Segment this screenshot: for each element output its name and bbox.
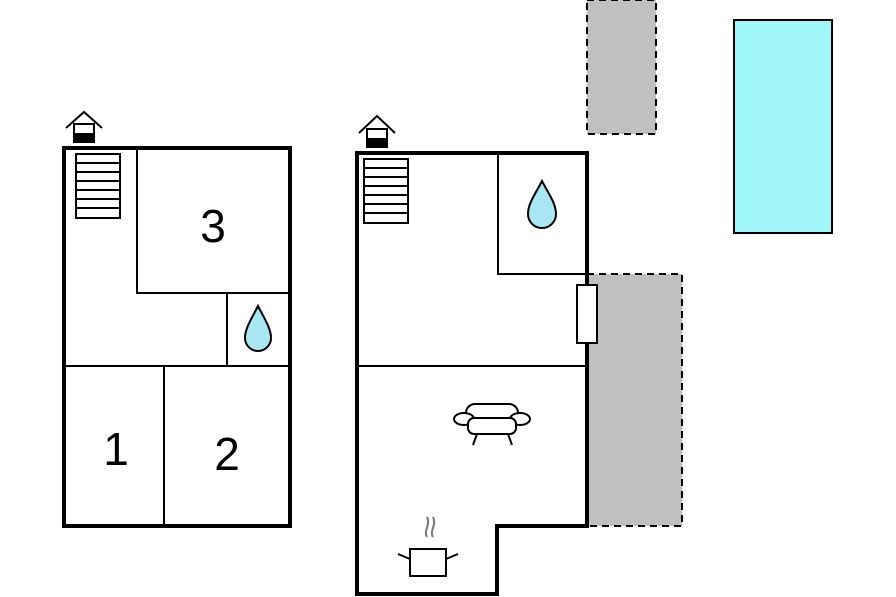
stairs-icon: [363, 158, 409, 224]
ground-floor: [355, 114, 598, 596]
sofa-icon: [453, 403, 531, 446]
swimming-pool: [733, 19, 833, 234]
bedroom-2-label: 2: [214, 428, 240, 480]
window-icon: [576, 284, 598, 344]
stairs-icon: [75, 153, 121, 219]
bathroom-walls-ground: [497, 153, 587, 275]
upper-floor: 3 1 2: [62, 110, 292, 528]
bedroom-3-label: 3: [200, 200, 226, 252]
bedroom-1-label: 1: [103, 423, 129, 475]
cooking-pot-icon: [397, 516, 459, 577]
bedroom-3-walls: [136, 148, 290, 294]
entrance-house-icon: [65, 110, 103, 143]
terrace-side: [586, 273, 683, 527]
terrace-top: [586, 0, 657, 135]
bathroom-water-drop-icon: [243, 303, 273, 352]
upper-floor-outline: [62, 146, 292, 528]
ground-floor-outline: [355, 151, 589, 596]
bathroom-water-drop-icon: [526, 178, 558, 229]
entrance-house-icon: [358, 114, 396, 148]
